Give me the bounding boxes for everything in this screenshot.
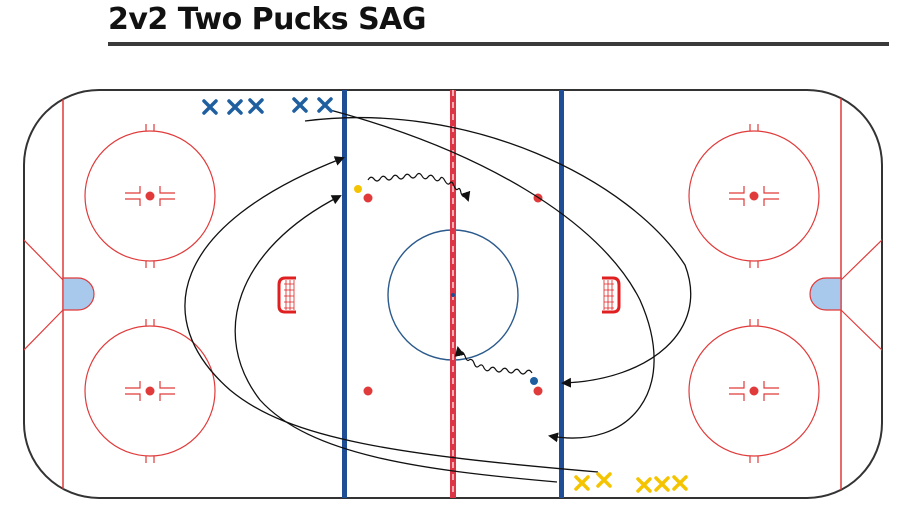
x-marker-icon	[317, 97, 333, 113]
neutral-dot-top-left	[363, 193, 373, 203]
puck-carry-paths	[367, 172, 533, 375]
puck-carry-top	[367, 172, 471, 202]
right-blue-line	[559, 90, 564, 498]
puck-carry-bottom	[454, 346, 533, 375]
skating-paths	[184, 109, 692, 483]
x-marker-icon	[202, 99, 218, 115]
x-marker-icon	[654, 476, 670, 492]
yellow-puck	[354, 185, 362, 193]
left-blue-line	[342, 90, 347, 498]
right-goal-crease	[809, 277, 842, 311]
x-marker-icon	[248, 98, 264, 114]
faceoff-circle-bottom-right	[688, 319, 820, 463]
path-blue-wide-curve	[329, 109, 655, 443]
x-marker-icon	[292, 97, 308, 113]
center-ice-dot	[451, 293, 455, 297]
trapezoid-lines	[24, 235, 882, 355]
page-title: 2v2 Two Pucks SAG	[108, 2, 427, 37]
neutral-dot-bottom-right	[533, 386, 543, 396]
x-marker-icon	[672, 475, 688, 491]
left-small-net	[277, 276, 296, 314]
x-marker-icon	[636, 477, 652, 493]
right-small-net	[602, 276, 621, 314]
x-marker-icon	[227, 99, 243, 115]
neutral-dot-bottom-left	[363, 386, 373, 396]
x-marker-icon	[596, 472, 612, 488]
left-goal-crease	[62, 277, 95, 311]
faceoff-circle-top-right	[688, 124, 820, 268]
faceoff-circle-top-left	[84, 124, 216, 268]
path-blue-to-right-circle	[304, 117, 692, 388]
yellow-team-players	[574, 472, 688, 493]
blue-team-players	[202, 97, 333, 115]
title-underline	[108, 42, 889, 46]
path-yellow-inner-loop	[234, 195, 558, 483]
faceoff-circle-bottom-left	[84, 319, 216, 463]
blue-puck	[530, 377, 538, 385]
x-marker-icon	[574, 475, 590, 491]
path-yellow-long-loop	[184, 156, 599, 473]
